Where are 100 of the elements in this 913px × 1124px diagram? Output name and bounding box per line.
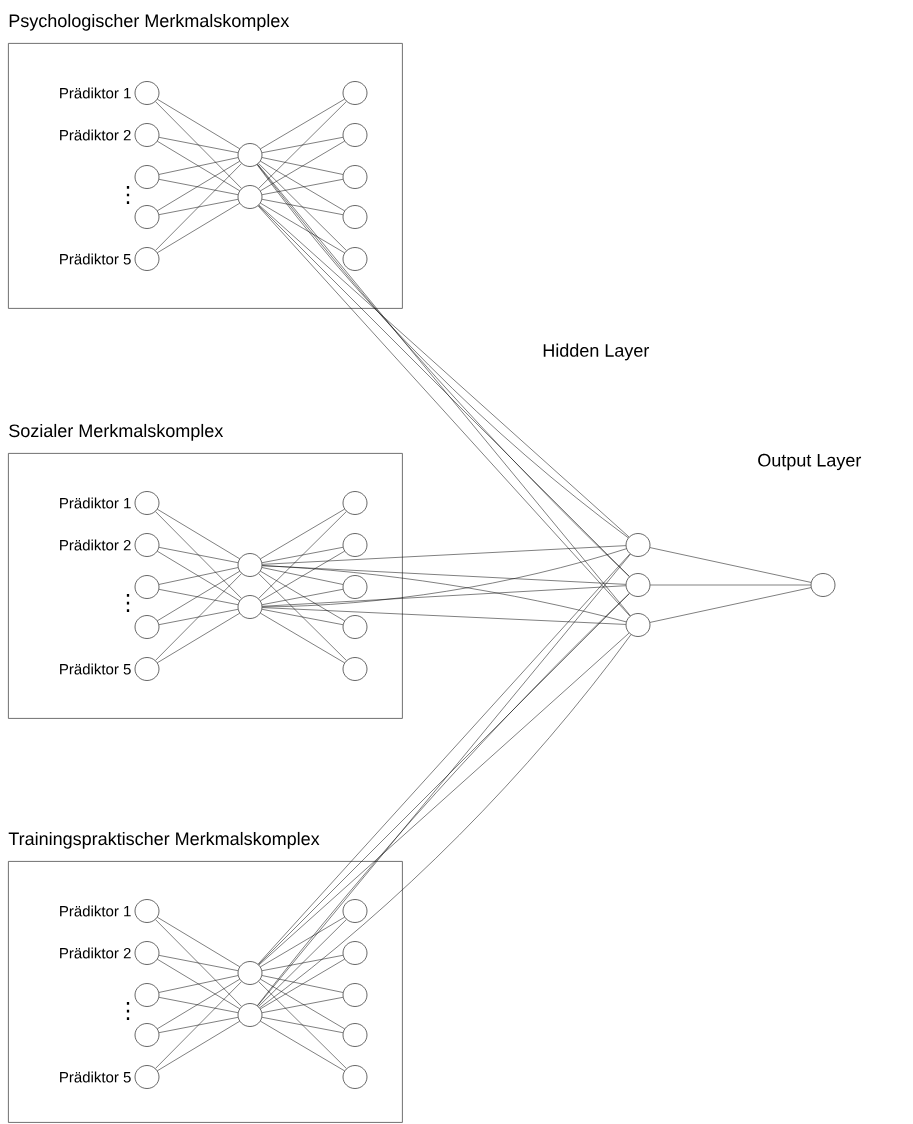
- connection-line: [157, 917, 240, 967]
- connection-line: [157, 99, 240, 149]
- predictor-label: Prädiktor 1: [60, 905, 131, 917]
- connection-line: [157, 161, 240, 211]
- connection-line: [158, 179, 239, 195]
- neuron-circle: [342, 81, 368, 105]
- connection-line: [260, 612, 345, 664]
- connection-line: [158, 955, 239, 971]
- panel-title: Sozialer Merkmalskomplex: [9, 423, 224, 441]
- neuron-circle: [237, 595, 263, 619]
- connection-line: [261, 547, 344, 563]
- connection-line: [155, 101, 242, 189]
- neuron-circle: [134, 1023, 160, 1047]
- connection-line: [158, 975, 239, 993]
- connection-line: [261, 137, 344, 153]
- connection-line: [260, 98, 345, 150]
- neuron-circle: [342, 899, 368, 923]
- ellipsis-dots: ⋮: [126, 594, 130, 612]
- connection-line: [258, 511, 347, 599]
- predictor-label: Prädiktor 5: [60, 1071, 131, 1083]
- predictor-label: Prädiktor 2: [60, 947, 131, 959]
- connection-line: [260, 508, 345, 560]
- connection-line: [262, 607, 626, 625]
- connection-line: [155, 573, 242, 661]
- neuron-circle: [342, 533, 368, 557]
- predictor-label: Prädiktor 5: [60, 253, 131, 265]
- predictor-label: Prädiktor 1: [60, 87, 131, 99]
- connection-line: [260, 978, 345, 1030]
- connection-line: [157, 571, 240, 621]
- neuron-circle: [810, 573, 836, 597]
- connection-line: [157, 141, 240, 191]
- connection-line: [649, 587, 812, 623]
- layer-label: Output Layer: [758, 453, 862, 471]
- connection-line: [260, 140, 345, 192]
- connection-line: [261, 1017, 344, 1033]
- connection-line: [261, 589, 344, 605]
- neuron-circle: [134, 983, 160, 1007]
- connection-line: [158, 199, 239, 215]
- connection-line: [158, 547, 239, 563]
- neuron-circle: [342, 1023, 368, 1047]
- neuron-circle: [342, 657, 368, 681]
- neuron-circle: [134, 165, 160, 189]
- neuron-circle: [237, 143, 263, 167]
- layer-label: Hidden Layer: [543, 343, 650, 361]
- neuron-circle: [342, 491, 368, 515]
- connection-line: [261, 609, 344, 625]
- connection-line: [158, 137, 239, 153]
- connection-line: [261, 179, 344, 195]
- connection-line: [261, 567, 344, 585]
- neuron-circle: [342, 205, 368, 229]
- connection-line: [158, 609, 239, 625]
- neuron-circle: [237, 1003, 263, 1027]
- predictor-label: Prädiktor 5: [60, 663, 131, 675]
- connection-line: [155, 163, 242, 251]
- neuron-circle: [625, 573, 651, 597]
- neuron-circle: [237, 961, 263, 985]
- panel-title: Psychologischer Merkmalskomplex: [9, 13, 290, 31]
- connection-line: [157, 979, 240, 1029]
- neuron-circle: [342, 615, 368, 639]
- connection-line: [258, 163, 347, 251]
- connection-line: [260, 160, 345, 212]
- connection-line: [262, 585, 626, 607]
- neuron-circle: [625, 533, 651, 557]
- predictor-label: Prädiktor 2: [60, 539, 131, 551]
- neuron-circle: [134, 205, 160, 229]
- connection-line: [260, 1020, 345, 1072]
- predictor-label: Prädiktor 2: [60, 129, 131, 141]
- connection-line: [262, 545, 626, 565]
- connection-line: [261, 997, 344, 1013]
- connection-line: [158, 157, 239, 175]
- neuron-circle: [237, 185, 263, 209]
- connection-line: [158, 1017, 239, 1033]
- connection-line: [262, 565, 627, 623]
- connection-line: [261, 199, 344, 215]
- connection-line: [157, 613, 240, 663]
- connection-line: [261, 157, 344, 175]
- connection-line: [260, 202, 345, 254]
- neuron-circle: [134, 615, 160, 639]
- ellipsis-dots: ⋮: [126, 186, 130, 204]
- neuron-circle: [342, 941, 368, 965]
- neuron-circle: [342, 1065, 368, 1089]
- neuron-circle: [342, 165, 368, 189]
- panel-title: Trainingspraktischer Merkmalskomplex: [8, 831, 320, 849]
- neuron-circle: [342, 575, 368, 599]
- connection-line: [155, 919, 242, 1007]
- connection-line: [650, 584, 811, 586]
- connection-line: [258, 101, 347, 189]
- connection-line: [158, 997, 239, 1013]
- connection-line: [260, 550, 345, 602]
- neuron-circle: [342, 983, 368, 1007]
- connection-line: [158, 589, 239, 605]
- connection-line: [261, 975, 344, 993]
- neuron-circle: [237, 553, 263, 577]
- connection-line: [158, 567, 239, 585]
- predictor-label: Prädiktor 1: [60, 497, 131, 509]
- connection-line: [157, 203, 240, 253]
- connection-line: [260, 958, 345, 1010]
- connection-line: [155, 511, 242, 599]
- connection-line: [649, 547, 812, 583]
- connection-line: [157, 551, 240, 601]
